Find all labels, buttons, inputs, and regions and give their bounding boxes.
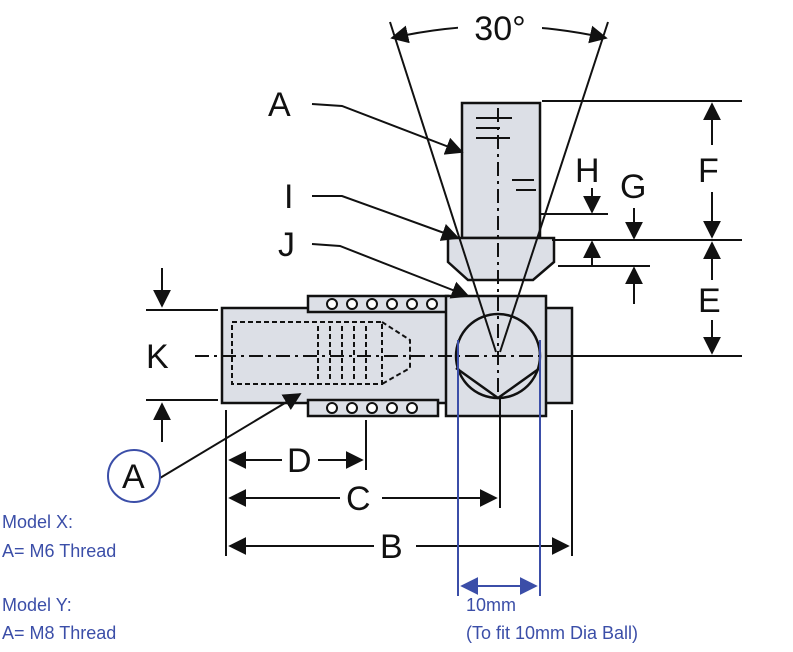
label-i: I [284, 178, 293, 216]
angle-label: 30° [474, 10, 525, 48]
lower-cone [455, 366, 541, 400]
stud [460, 101, 542, 240]
label-f: F [698, 152, 719, 190]
model-x-value: A= M6 Thread [2, 541, 116, 561]
stud-thread-marks [476, 117, 536, 191]
model-y-title: Model Y: [2, 595, 72, 615]
leader-lines [159, 103, 470, 479]
part-body [220, 101, 574, 418]
model-x-title: Model X: [2, 512, 73, 532]
label-k: K [146, 338, 169, 376]
label-j: J [278, 226, 295, 264]
label-d: D [287, 442, 312, 480]
label-c: C [346, 480, 371, 518]
label-e: E [698, 282, 721, 320]
label-h: H [575, 152, 600, 190]
label-g: G [620, 168, 646, 206]
right-dimensions [540, 100, 742, 357]
centerlines [195, 108, 568, 395]
dimension-letters: A I J H G F E K A D C B [122, 86, 721, 566]
ball-size-note: 10mm [466, 595, 516, 615]
ball-fit-note: (To fit 10mm Dia Ball) [466, 623, 638, 643]
coil-loops [326, 298, 438, 414]
label-a-circle: A [122, 458, 145, 496]
hex-nut [446, 236, 556, 282]
ball-dimension [107, 340, 541, 596]
internal-thread [231, 321, 411, 385]
model-y-value: A= M8 Thread [2, 623, 116, 643]
k-dimension [146, 268, 218, 442]
label-a-top: A [268, 86, 291, 124]
notes: Model X: A= M6 Thread Model Y: A= M8 Thr… [2, 512, 638, 643]
bottom-dimensions [225, 398, 573, 556]
circle-a-marker [107, 449, 161, 503]
label-b: B [380, 528, 403, 566]
